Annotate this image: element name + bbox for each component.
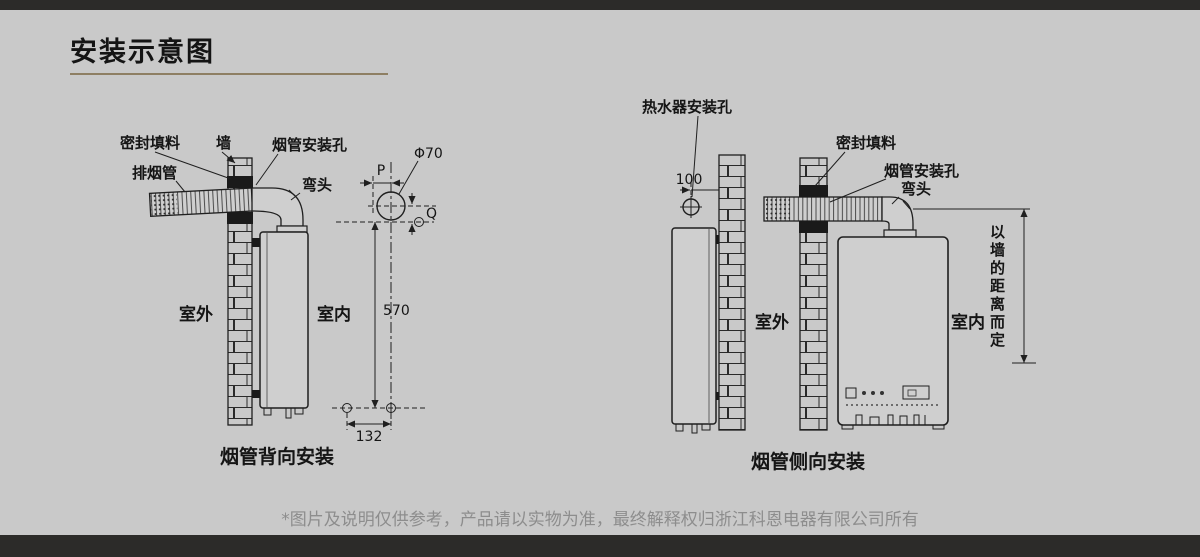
heater-switch	[845, 387, 857, 399]
right-label-flue-hole: 烟管安装孔	[884, 162, 959, 180]
left-heater-fittings	[263, 407, 304, 419]
left-hole-position-figure: Φ70 P Q 570 132	[332, 146, 443, 445]
left-leader-flue-hole	[255, 153, 279, 186]
right-leader-seal	[814, 151, 846, 187]
dim-132-text: 132	[356, 429, 383, 445]
heater-display	[902, 385, 930, 400]
top-mount-hole	[414, 217, 424, 227]
right-label-elbow: 弯头	[901, 180, 931, 198]
right-heater-collar	[883, 229, 917, 238]
right-exhaust-pipe	[763, 196, 883, 222]
left-elbow-seam	[288, 189, 299, 200]
right-label-outdoor: 室外	[755, 312, 789, 333]
flue-diameter-leader	[398, 160, 419, 195]
top-bar	[0, 0, 1200, 10]
left-pipe-end-grille	[150, 192, 178, 216]
title-underline	[70, 73, 388, 75]
bottom-mount-hole-right	[386, 403, 396, 413]
left-label-indoor: 室内	[317, 304, 351, 325]
right-mount-bracket-bottom	[716, 392, 720, 400]
heater-display-digits	[907, 389, 917, 397]
heater-button-3	[880, 391, 884, 395]
right-elbow	[881, 196, 914, 231]
left-mount-bracket-top	[252, 238, 260, 247]
left-label-exhaust-pipe: 排烟管	[132, 164, 177, 182]
dim-q-text: Q	[426, 206, 437, 222]
left-caption: 烟管背向安装	[220, 445, 334, 468]
right-heater-front-view	[837, 236, 949, 426]
left-label-seal-filler: 密封填料	[120, 134, 180, 152]
left-label-elbow: 弯头	[302, 176, 332, 194]
right-label-indoor: 室内	[951, 312, 985, 333]
dim-100-text: 100	[676, 172, 703, 188]
right-pipe-end-grille	[765, 198, 790, 220]
left-seal-top	[227, 176, 253, 188]
flue-diameter-text: Φ70	[414, 146, 443, 162]
left-label-outdoor: 室外	[179, 304, 213, 325]
right-label-seal-filler: 密封填料	[836, 134, 896, 152]
left-label-wall: 墙	[216, 134, 231, 152]
left-seal-bottom	[227, 212, 253, 224]
dim-570-text: 570	[383, 303, 410, 319]
flue-hole-circle	[376, 191, 406, 221]
left-leader-elbow	[290, 192, 301, 201]
right-seal-bottom	[799, 221, 828, 233]
right-caption: 烟管侧向安装	[751, 450, 865, 473]
heater-button-2	[871, 391, 875, 395]
right-wall-profile	[718, 154, 746, 431]
left-leader-exhaust-pipe	[175, 180, 186, 193]
left-elbow	[251, 187, 304, 227]
right-leader-heater-mount-hole	[691, 115, 699, 198]
right-diagram: 热水器安装孔 100 室外	[642, 98, 1036, 473]
heater-button-1	[862, 391, 866, 395]
left-label-flue-hole: 烟管安装孔	[272, 136, 347, 154]
right-mount-bracket-top	[716, 235, 720, 244]
right-side-heater-fittings	[675, 423, 711, 434]
right-heater-fittings	[841, 414, 945, 430]
left-heater-collar	[276, 225, 308, 233]
left-heater-side-view	[259, 231, 309, 409]
right-leader-flue-hole	[829, 178, 887, 203]
right-elbow-seam	[902, 200, 911, 210]
left-leader-wall	[221, 151, 236, 164]
right-seal-top	[799, 185, 828, 197]
right-label-heater-mount-hole: 热水器安装孔	[642, 98, 732, 116]
dim-p-text: P	[377, 163, 385, 179]
bottom-bar	[0, 535, 1200, 557]
page-title: 安装示意图	[70, 37, 215, 68]
left-diagram: 密封填料 墙 烟管安装孔 排烟管 弯头 室外 室内 Φ70 P	[120, 134, 443, 468]
bottom-mount-hole-left	[342, 403, 352, 413]
wall-distance-note: 以墙的距离而定	[988, 224, 1006, 350]
left-mount-bracket-bottom	[252, 390, 260, 398]
footer-disclaimer: *图片及说明仅供参考，产品请以实物为准，最终解释权归浙江科恩电器有限公司所有	[281, 510, 919, 530]
right-leader-elbow	[891, 196, 900, 205]
left-leader-seal	[154, 151, 232, 180]
